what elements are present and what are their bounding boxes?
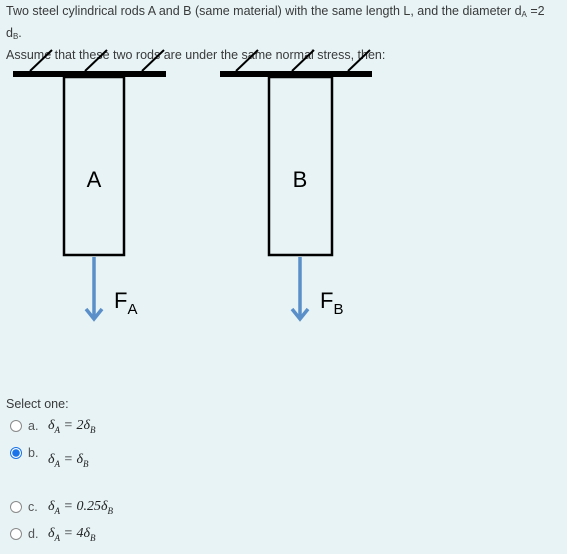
- question-line-1: Two steel cylindrical rods A and B (same…: [6, 2, 562, 46]
- force-arrow-a: [84, 257, 104, 322]
- question-text-part2: =2 d: [6, 4, 545, 40]
- option-d[interactable]: d. δA = 4δB: [10, 524, 95, 544]
- radio-b[interactable]: [10, 447, 22, 459]
- question-sub-b: B: [12, 32, 19, 41]
- option-a-equation: δA = 2δB: [48, 417, 96, 435]
- option-a-letter: a.: [28, 419, 39, 433]
- option-c-equation: δA = 0.25δB: [48, 498, 113, 516]
- radio-a[interactable]: [10, 420, 22, 432]
- option-a[interactable]: a. δA = 2δB: [10, 416, 95, 436]
- question-sub-a: A: [521, 10, 527, 19]
- force-a-label: FA: [114, 288, 137, 318]
- option-c-letter: c.: [28, 500, 38, 514]
- question-text-part1: Two steel cylindrical rods A and B (same…: [6, 4, 522, 18]
- force-b-label: FB: [320, 288, 343, 318]
- rod-a-label: A: [87, 167, 102, 192]
- option-d-equation: δA = 4δB: [48, 525, 96, 543]
- radio-d[interactable]: [10, 528, 22, 540]
- option-b[interactable]: b. δA = δB: [10, 443, 88, 468]
- rod-b-label: B: [293, 167, 308, 192]
- support-b: [220, 49, 372, 77]
- select-one-label: Select one:: [6, 397, 69, 411]
- force-arrow-b: [290, 257, 310, 322]
- support-a: [13, 49, 166, 77]
- radio-c[interactable]: [10, 501, 22, 513]
- option-b-letter: b.: [28, 446, 39, 460]
- question-text: Two steel cylindrical rods A and B (same…: [6, 2, 562, 64]
- question-text-part3: .: [18, 26, 22, 40]
- question-line-2: Assume that these two rods are under the…: [6, 48, 386, 62]
- option-b-equation: δA = δB: [48, 451, 89, 469]
- rods-diagram: A B FA FB: [13, 49, 372, 322]
- option-d-letter: d.: [28, 527, 39, 541]
- rod-b: [267, 75, 334, 257]
- rod-a: [62, 75, 126, 257]
- option-c[interactable]: c. δA = 0.25δB: [10, 497, 113, 517]
